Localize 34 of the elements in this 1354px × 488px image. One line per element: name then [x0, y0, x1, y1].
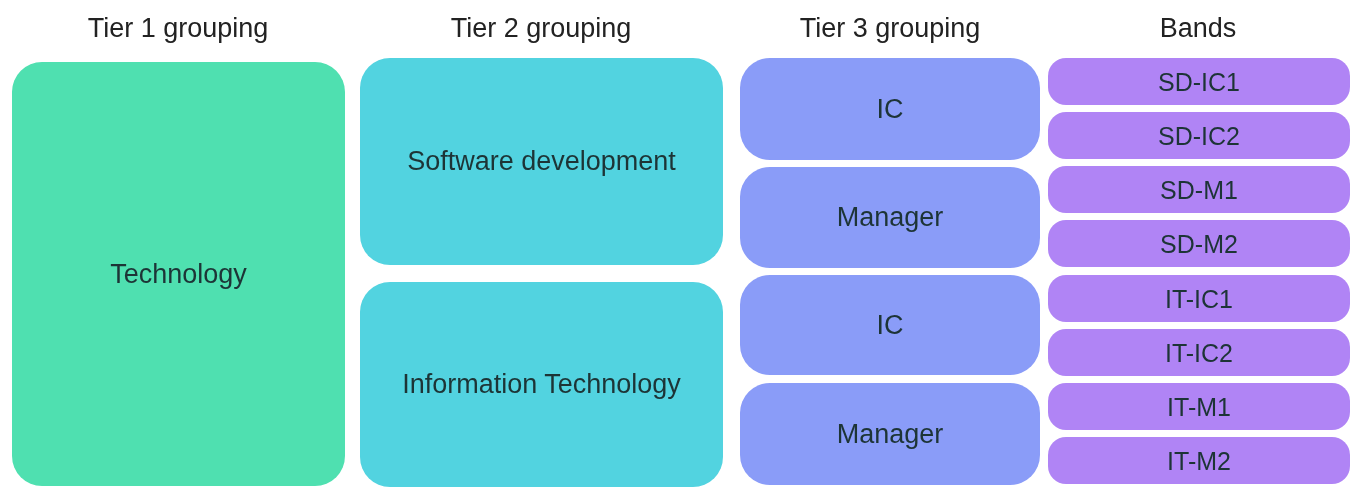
box-label: SD-M1 — [1160, 174, 1238, 205]
box-label: IT-IC1 — [1164, 283, 1234, 314]
box-label: IC — [876, 308, 904, 342]
box-label: SD-IC2 — [1158, 120, 1240, 151]
band-pill — [1048, 329, 1350, 376]
column-heading: Bands — [1159, 12, 1237, 45]
tier1-box — [12, 62, 345, 486]
box-label: IT-IC2 — [1164, 337, 1234, 368]
box-label: SD-M2 — [1160, 228, 1238, 259]
band-pill — [1048, 166, 1350, 213]
tier2-box — [360, 58, 723, 265]
box-label: Manager — [836, 201, 944, 234]
band-pill — [1048, 437, 1350, 484]
column-heading: Tier 2 grouping — [450, 12, 632, 45]
tier3-box — [740, 275, 1040, 375]
band-pill — [1048, 220, 1350, 267]
box-label: SD-IC1 — [1158, 66, 1240, 97]
band-pill — [1048, 58, 1350, 105]
box-label: IT-M2 — [1167, 445, 1231, 476]
tier2-box — [360, 282, 723, 487]
box-label: Manager — [836, 417, 944, 451]
column-heading: Tier 1 grouping — [87, 12, 269, 45]
box-label: Technology — [110, 257, 247, 291]
box-label: Information Technology — [402, 368, 681, 401]
box-label: IT-M1 — [1167, 391, 1231, 422]
tier3-box — [740, 58, 1040, 160]
column-heading: Tier 3 grouping — [799, 12, 981, 45]
tier3-box — [740, 167, 1040, 268]
band-pill — [1048, 275, 1350, 322]
tier3-box — [740, 383, 1040, 485]
band-pill — [1048, 112, 1350, 159]
band-pill — [1048, 383, 1350, 430]
box-label: IC — [876, 92, 904, 126]
box-label: Software development — [407, 145, 676, 178]
